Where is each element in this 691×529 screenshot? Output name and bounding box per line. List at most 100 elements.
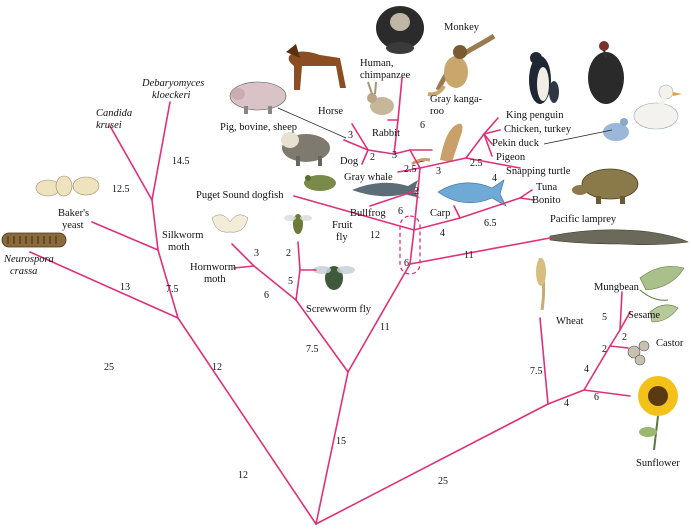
- distance-debaryomyces: 14.5: [172, 156, 190, 167]
- branch-duck: [483, 133, 493, 145]
- distance-sunflower: 6: [594, 392, 599, 403]
- branch-penguin: [483, 117, 499, 135]
- branch-neurospora: [29, 251, 179, 319]
- branch-flies-node: [295, 269, 301, 301]
- branch-mammal-node: [409, 149, 421, 169]
- lamprey-illustration: [549, 229, 689, 245]
- fruit-fly-illustration: [284, 214, 312, 234]
- label-candida-2: krusei: [96, 120, 122, 131]
- label-neurospora: Neurospora: [3, 254, 54, 265]
- silkworm-moth-illustration: [211, 214, 249, 233]
- distance-rabbit: 6: [420, 120, 425, 131]
- distance-fruitfly: 2: [286, 248, 291, 259]
- branch-distances: 12 25 25 12 13 12.5 14.5 7.5 15 7.5 11 3…: [104, 120, 627, 487]
- distance-neurospora: 25: [104, 362, 114, 373]
- label-sunflower: Sunflower: [636, 458, 680, 469]
- label-bonito: Bonito: [532, 195, 561, 206]
- branch-amniote-node: [417, 167, 421, 191]
- branch-dog: [361, 149, 369, 165]
- label-bakers-yeast-2: yeast: [62, 220, 84, 231]
- branch-pigeon: [483, 133, 493, 157]
- turtle-illustration: [572, 168, 639, 204]
- branch-dog-node: [367, 149, 395, 155]
- label-hornworm: Hornworm: [190, 262, 236, 273]
- branch-yeast-pair: [151, 199, 159, 251]
- tree-branches: [29, 77, 631, 525]
- organism-illustrations: [1, 6, 689, 451]
- branch-bakers: [91, 221, 159, 251]
- branch-candida: [109, 125, 153, 201]
- branch-mungbean-node: [583, 345, 611, 391]
- label-king-penguin: King penguin: [506, 110, 564, 121]
- label-silkworm-2: moth: [168, 242, 190, 253]
- label-neurospora-2: crassa: [10, 266, 37, 277]
- branch-hornworm-node: [253, 265, 297, 301]
- distance-animals-stem: 15: [336, 436, 346, 447]
- label-wheat: Wheat: [556, 316, 583, 327]
- branch-animals-stem: [315, 371, 349, 525]
- label-rabbit: Rabbit: [372, 128, 400, 139]
- distance-silkworm: 3: [254, 248, 259, 259]
- branch-castor: [609, 345, 629, 349]
- label-castor: Castor: [656, 338, 684, 349]
- branch-root-right: [315, 403, 549, 525]
- label-duck: Pekin duck: [492, 138, 540, 149]
- branch-reptile-bird-node: [419, 157, 467, 169]
- branch-fungi-stem: [157, 249, 179, 319]
- distance-hornworm-node: 6: [264, 290, 269, 301]
- branch-sunflower: [583, 389, 631, 397]
- branch-pig: [343, 139, 369, 151]
- wheat-illustration: [536, 257, 546, 311]
- branch-hornworm: [233, 265, 255, 269]
- branch-insects-stem: [295, 299, 349, 373]
- label-kangaroo: Gray kanga-: [430, 94, 483, 105]
- branch-dogfish: [293, 195, 415, 231]
- branch-carp: [453, 205, 461, 219]
- label-sesame: Sesame: [628, 310, 660, 321]
- branch-tetrapod-node: [413, 189, 419, 231]
- branch-fruitfly: [297, 241, 301, 271]
- label-dog: Dog: [340, 156, 359, 167]
- label-whale: Gray whale: [344, 172, 393, 183]
- carp-illustration: [437, 179, 507, 207]
- distance-mammal-node: 2.5: [404, 164, 417, 175]
- distance-horse: 3: [348, 130, 353, 141]
- branch-horse: [351, 123, 369, 151]
- mungbean-illustration: [639, 266, 685, 301]
- distance-yeast-pair: 7.5: [166, 284, 179, 295]
- label-tuna: Tuna: [536, 182, 558, 193]
- branch-sesame-node: [609, 329, 621, 347]
- branch-bullfrog: [369, 189, 419, 207]
- distance-mungbean: 5: [602, 312, 607, 323]
- distance-screwworm: 5: [288, 276, 293, 287]
- label-carp: Carp: [430, 208, 450, 219]
- branch-birds-node: [465, 133, 485, 159]
- horse-illustration: [286, 44, 346, 90]
- branch-silkworm: [231, 243, 255, 267]
- distance-mungbean-node: 4: [584, 364, 589, 375]
- label-fruitfly: Fruit: [332, 220, 353, 231]
- branch-tuna: [519, 189, 533, 199]
- branch-tuna-node: [459, 197, 521, 219]
- penguin-illustration: [529, 52, 559, 104]
- chimpanzee-illustration: [376, 6, 424, 54]
- branch-wheat: [539, 317, 549, 405]
- distance-wheat: 7.5: [530, 366, 543, 377]
- branch-rabbit-node: [393, 119, 399, 155]
- distance-birds-node: 4: [492, 173, 497, 184]
- branch-root-left: [177, 317, 317, 525]
- label-lamprey: Pacific lamprey: [550, 214, 617, 225]
- distance-bullfrog: 6: [398, 206, 403, 217]
- branch-vertebrates-stem: [347, 263, 411, 373]
- label-fruitfly-2: fly: [336, 232, 348, 243]
- branch-debaryomyces: [151, 101, 171, 201]
- distance-root-right: 25: [438, 476, 448, 487]
- distance-candida: 12.5: [112, 184, 130, 195]
- distance-kangaroo: 3: [436, 166, 441, 177]
- turkey-illustration: [588, 41, 624, 104]
- whale-illustration: [352, 180, 420, 198]
- branch-sesame: [619, 311, 631, 331]
- distance-vert-inner: 6: [404, 258, 409, 269]
- screwworm-fly-illustration: [313, 266, 355, 290]
